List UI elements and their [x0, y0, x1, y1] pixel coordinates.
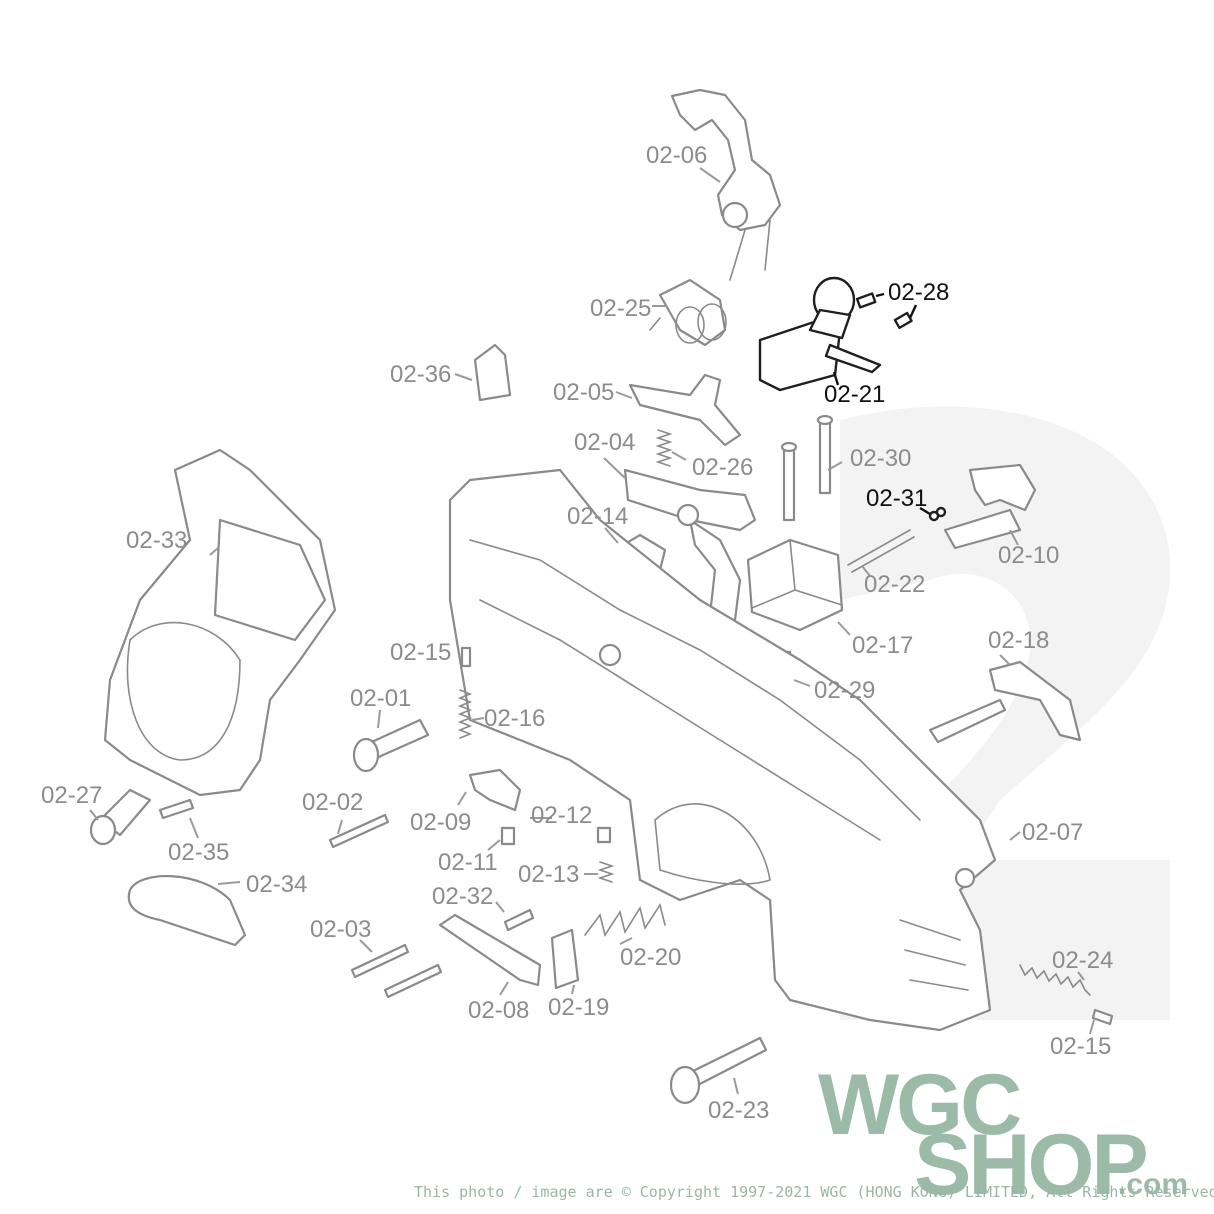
part-02-27: [89, 788, 152, 846]
callout-02-20: 02-20: [620, 944, 681, 971]
part-02-01: [352, 718, 430, 773]
part-02-18: [928, 660, 1082, 744]
callout-02-15-lower: 02-15: [1050, 1033, 1111, 1060]
logo-line-2: SHOP: [914, 1117, 1149, 1213]
callout-02-10: 02-10: [998, 542, 1059, 569]
callout-02-02: 02-02: [302, 789, 363, 816]
callout-02-19: 02-19: [548, 994, 609, 1021]
part-02-32: [503, 908, 535, 932]
callout-02-31: 02-31: [866, 485, 927, 512]
part-02-33: [103, 448, 337, 797]
callout-02-07: 02-07: [1022, 819, 1083, 846]
callout-02-32: 02-32: [432, 883, 493, 910]
part-02-28: [855, 292, 913, 330]
part-02-13: [597, 861, 615, 883]
part-02-30: [780, 414, 834, 522]
callout-02-33: 02-33: [126, 527, 187, 554]
callout-02-11: 02-11: [438, 849, 498, 876]
callout-02-13: 02-13: [518, 861, 579, 888]
callout-02-30: 02-30: [850, 445, 911, 472]
part-02-36: [473, 343, 512, 402]
part-02-19: [550, 928, 580, 990]
lower-receiver: [448, 468, 997, 1032]
part-02-20: [584, 903, 666, 937]
callout-02-15-upper: 02-15: [390, 639, 451, 666]
part-02-34: [127, 875, 247, 947]
callout-02-25: 02-25: [590, 295, 651, 322]
callout-02-05: 02-05: [553, 379, 614, 406]
callout-02-27: 02-27: [41, 782, 102, 809]
callout-02-14: 02-14: [567, 503, 628, 530]
part-02-31: [928, 506, 947, 522]
part-02-08: [438, 913, 542, 987]
part-02-03: [350, 943, 443, 999]
callout-02-17: 02-17: [852, 632, 913, 659]
callout-02-35: 02-35: [168, 839, 229, 866]
part-02-25: [649, 278, 727, 347]
callout-02-12: 02-12: [531, 802, 592, 829]
part-02-17: [746, 538, 844, 632]
callout-02-24: 02-24: [1052, 947, 1113, 974]
callout-02-22: 02-22: [864, 571, 925, 598]
callout-02-36: 02-36: [390, 361, 451, 388]
callout-02-06: 02-06: [646, 142, 707, 169]
part-02-11: [500, 826, 516, 846]
callout-02-09: 02-09: [410, 809, 471, 836]
part-02-16: [457, 689, 473, 739]
callout-02-34: 02-34: [246, 871, 307, 898]
callout-labels: 02-06 02-25 02-28 02-21 02-36 02-05 02-0…: [41, 142, 1113, 1124]
callout-02-26: 02-26: [692, 454, 753, 481]
callout-02-16: 02-16: [484, 705, 545, 732]
part-02-24: [1019, 964, 1091, 996]
part-02-02: [328, 813, 390, 849]
copyright-notice: This photo / image are © Copyright 1997-…: [414, 1183, 1214, 1201]
part-02-06: [670, 88, 782, 281]
callout-02-29: 02-29: [814, 677, 875, 704]
part-02-15b: [1091, 1008, 1114, 1026]
part-02-15a: [460, 646, 472, 668]
callout-02-08: 02-08: [468, 997, 529, 1024]
part-02-26: [655, 429, 673, 467]
wgc-shop-logo: WGC SHOP .com: [818, 1057, 1214, 1208]
part-02-04: [623, 468, 757, 622]
logo-line-1: WGC: [818, 1057, 1022, 1153]
part-02-23: [669, 1036, 768, 1105]
part-02-10: [943, 463, 1037, 550]
part-02-21: [758, 276, 882, 392]
callout-02-23: 02-23: [708, 1097, 769, 1124]
logo-suffix: .com: [1118, 1168, 1189, 1201]
callout-02-18: 02-18: [988, 627, 1049, 654]
callout-02-28: 02-28: [888, 279, 949, 306]
part-02-05: [628, 373, 742, 447]
leader-lines: [89, 167, 1095, 1095]
callout-02-01: 02-01: [350, 685, 411, 712]
callout-02-03: 02-03: [310, 916, 371, 943]
part-02-12: [596, 826, 612, 844]
callout-02-21: 02-21: [824, 381, 885, 408]
part-02-35: [158, 798, 195, 820]
callout-02-04: 02-04: [574, 429, 635, 456]
part-02-09: [468, 768, 522, 812]
